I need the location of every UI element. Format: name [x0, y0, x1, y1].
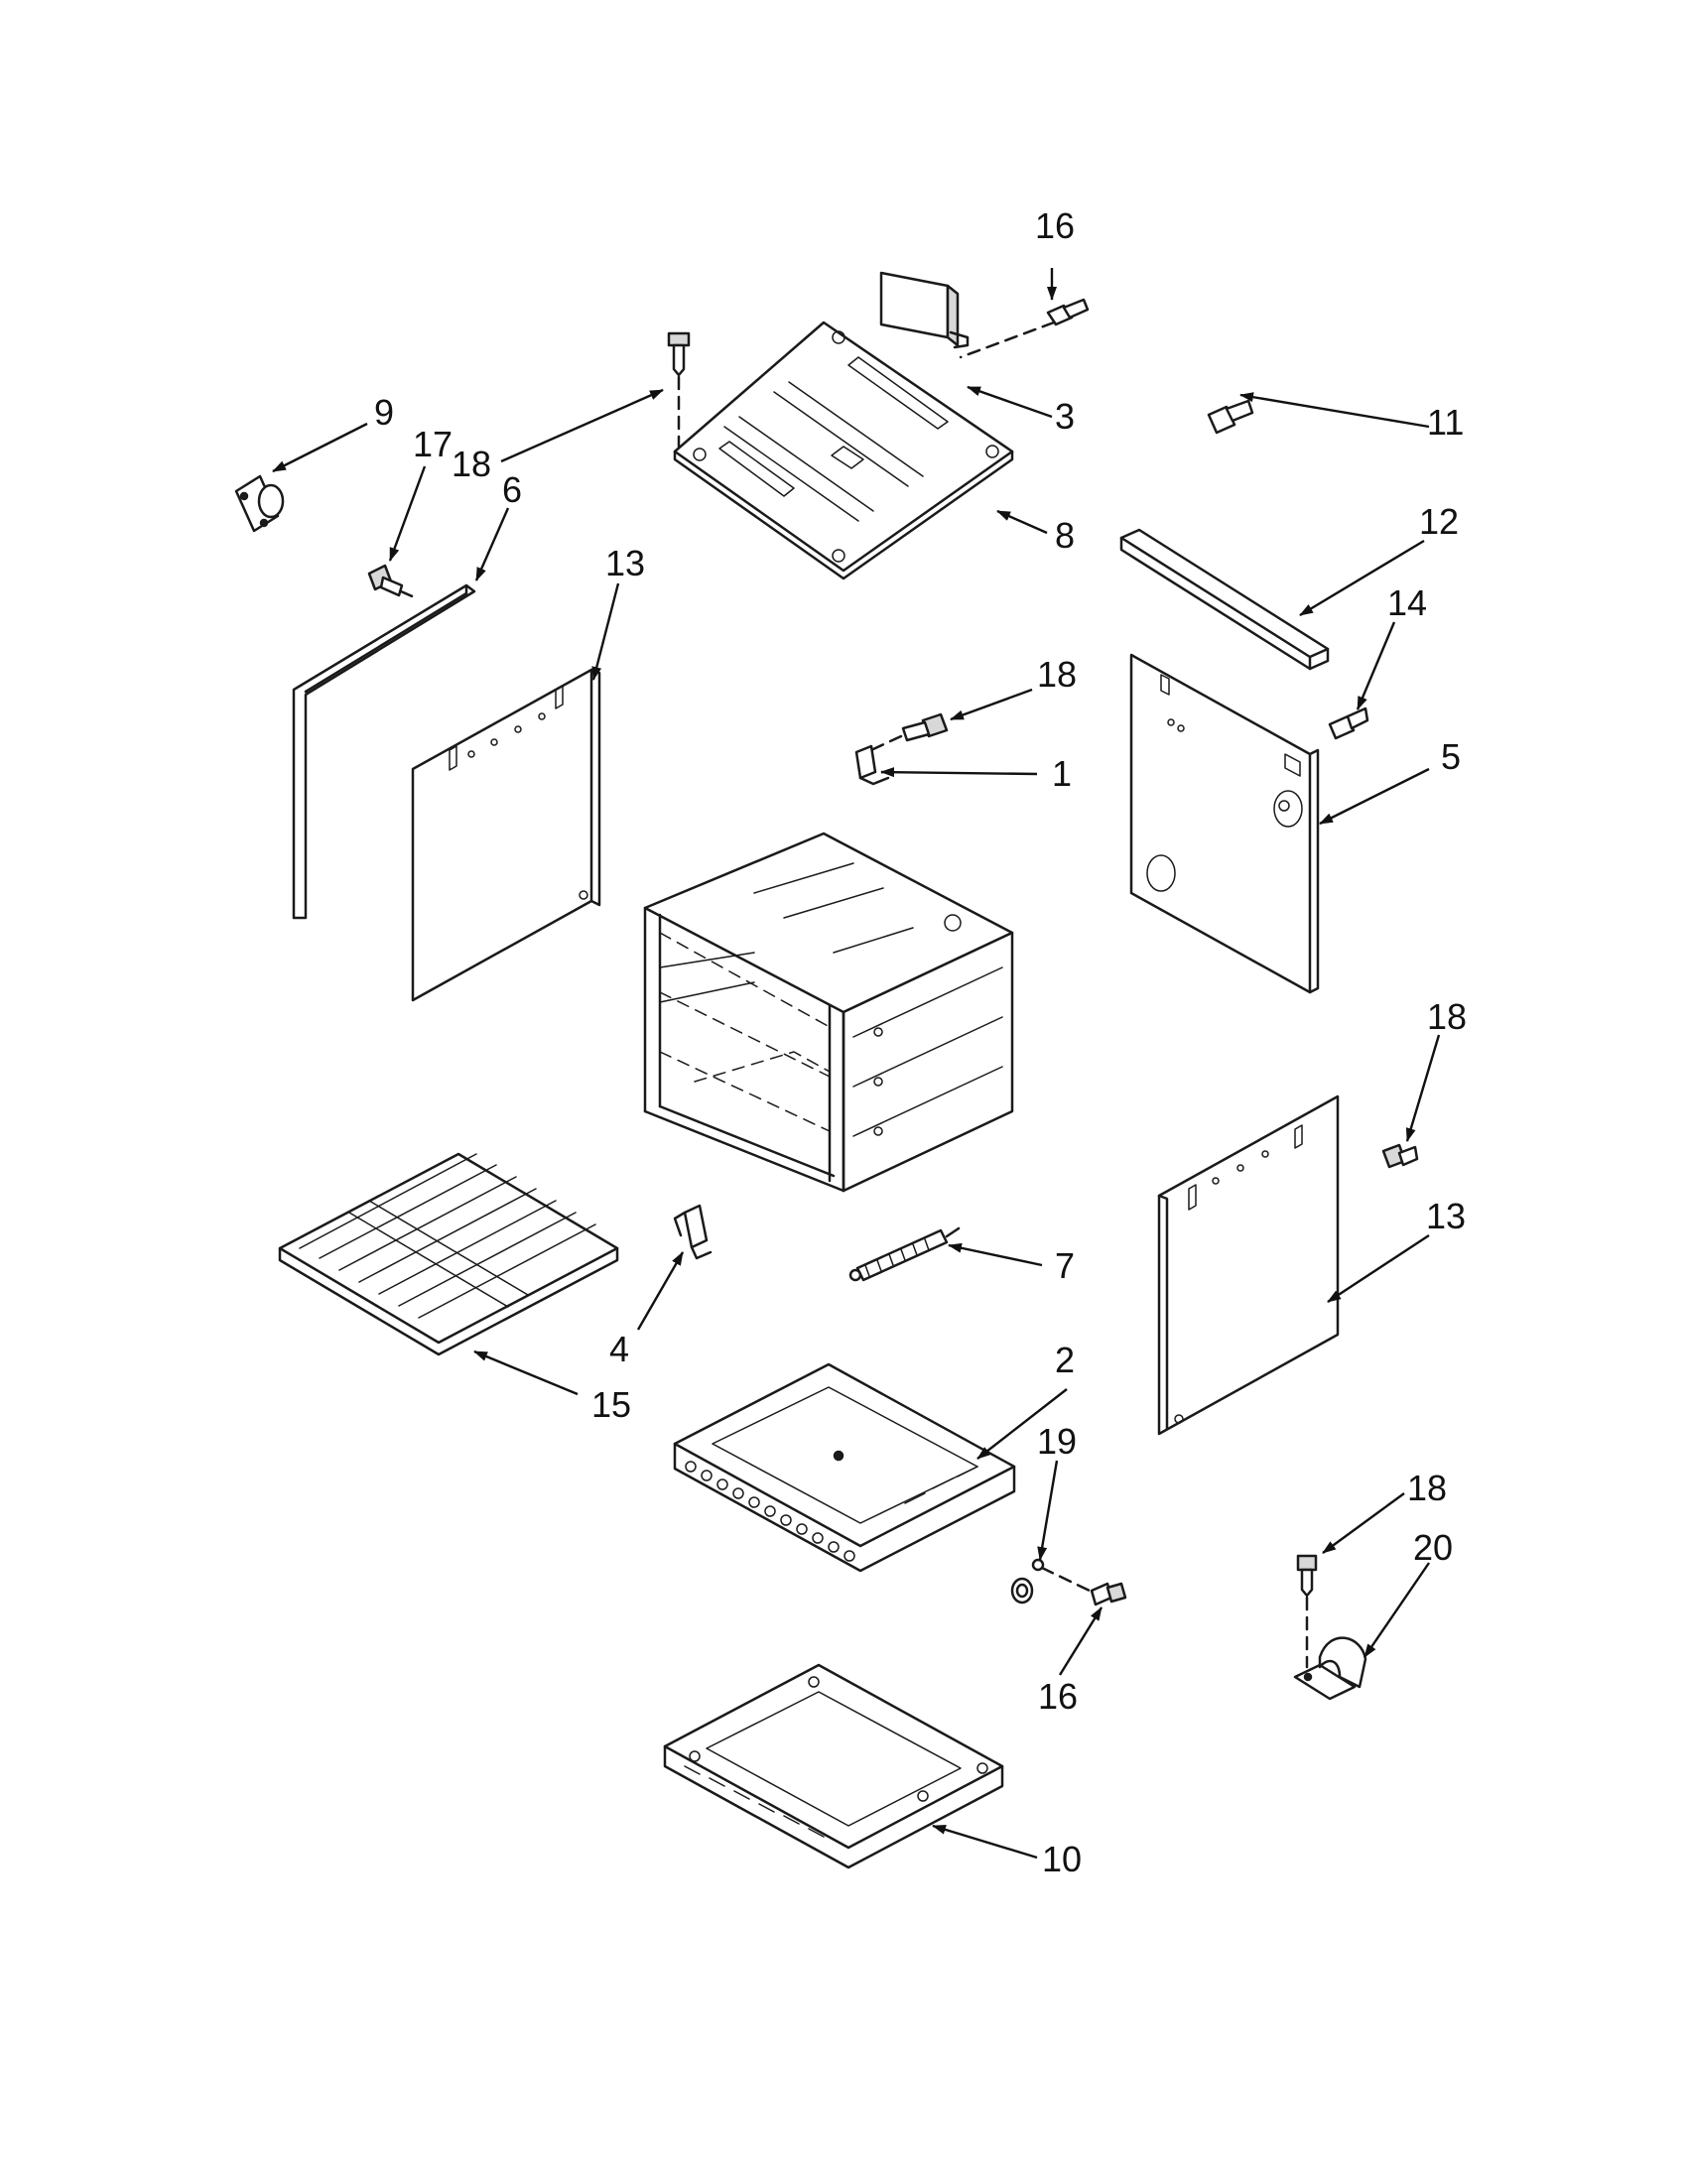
- part-8-top-panel: [673, 321, 1014, 580]
- callout-16-top: 16: [1035, 205, 1075, 246]
- part-18-screw-right: [1381, 1143, 1419, 1169]
- part-11-screw: [1207, 399, 1254, 435]
- part-7-spring: [848, 1226, 961, 1282]
- part-14-screw: [1328, 707, 1369, 740]
- part-19-spring-clip: [1010, 1558, 1096, 1605]
- callout-20: 20: [1413, 1527, 1453, 1568]
- callout-18-bottom: 18: [1407, 1468, 1447, 1508]
- part-5-back-panel: [1129, 653, 1320, 994]
- callout-15: 15: [591, 1384, 631, 1425]
- callout-16-bottom: 16: [1038, 1676, 1078, 1717]
- callout-3: 3: [1055, 396, 1075, 437]
- callout-13-left: 13: [605, 543, 645, 583]
- callout-10: 10: [1042, 1839, 1082, 1879]
- callout-2: 2: [1055, 1340, 1075, 1380]
- part-2-oven-bottom: [673, 1362, 1016, 1573]
- callout-12: 12: [1419, 501, 1459, 542]
- part-3-vent-bracket: [879, 271, 970, 349]
- part-17-screw: [367, 564, 419, 600]
- callout-7: 7: [1055, 1245, 1075, 1286]
- part-15-oven-rack: [278, 1152, 619, 1356]
- part-16-screw-top: [959, 298, 1090, 359]
- oven-cavity-frame: [643, 832, 1014, 1193]
- part-1-clip: [854, 744, 890, 786]
- part-13-side-panel-right: [1157, 1094, 1340, 1436]
- callout-14: 14: [1387, 582, 1427, 623]
- callout-5: 5: [1441, 736, 1461, 777]
- part-4-clip: [673, 1204, 713, 1260]
- callout-8: 8: [1055, 515, 1075, 556]
- part-20-clamp: [1293, 1636, 1367, 1701]
- callout-9: 9: [374, 392, 394, 433]
- leader-lines: [272, 268, 1441, 1860]
- callout-18-top: 18: [452, 444, 491, 484]
- callout-1: 1: [1052, 753, 1072, 794]
- callout-18-right: 18: [1427, 996, 1467, 1037]
- part-13-side-panel-left: [411, 668, 601, 1002]
- callout-labels: 16 3 18 9 17 6 8 11 12 13 14 18 1 5 18 1…: [374, 205, 1467, 1879]
- part-16-screw-bottom: [1090, 1582, 1127, 1606]
- callout-18-mid: 18: [1037, 654, 1077, 695]
- callout-4: 4: [609, 1329, 629, 1369]
- part-18-screw-mid: [871, 712, 949, 751]
- part-9-bracket: [234, 474, 285, 533]
- callout-13-right: 13: [1426, 1196, 1466, 1236]
- part-6-trim-strip: [292, 583, 476, 920]
- callout-11: 11: [1427, 402, 1464, 443]
- callout-17: 17: [413, 424, 453, 464]
- callout-6: 6: [502, 469, 522, 510]
- callout-19: 19: [1037, 1421, 1077, 1462]
- part-12-rail: [1119, 528, 1330, 671]
- part-18-screw-bottom: [1296, 1554, 1318, 1669]
- part-18-screw-top: [667, 331, 691, 449]
- part-10-base-frame: [663, 1663, 1004, 1869]
